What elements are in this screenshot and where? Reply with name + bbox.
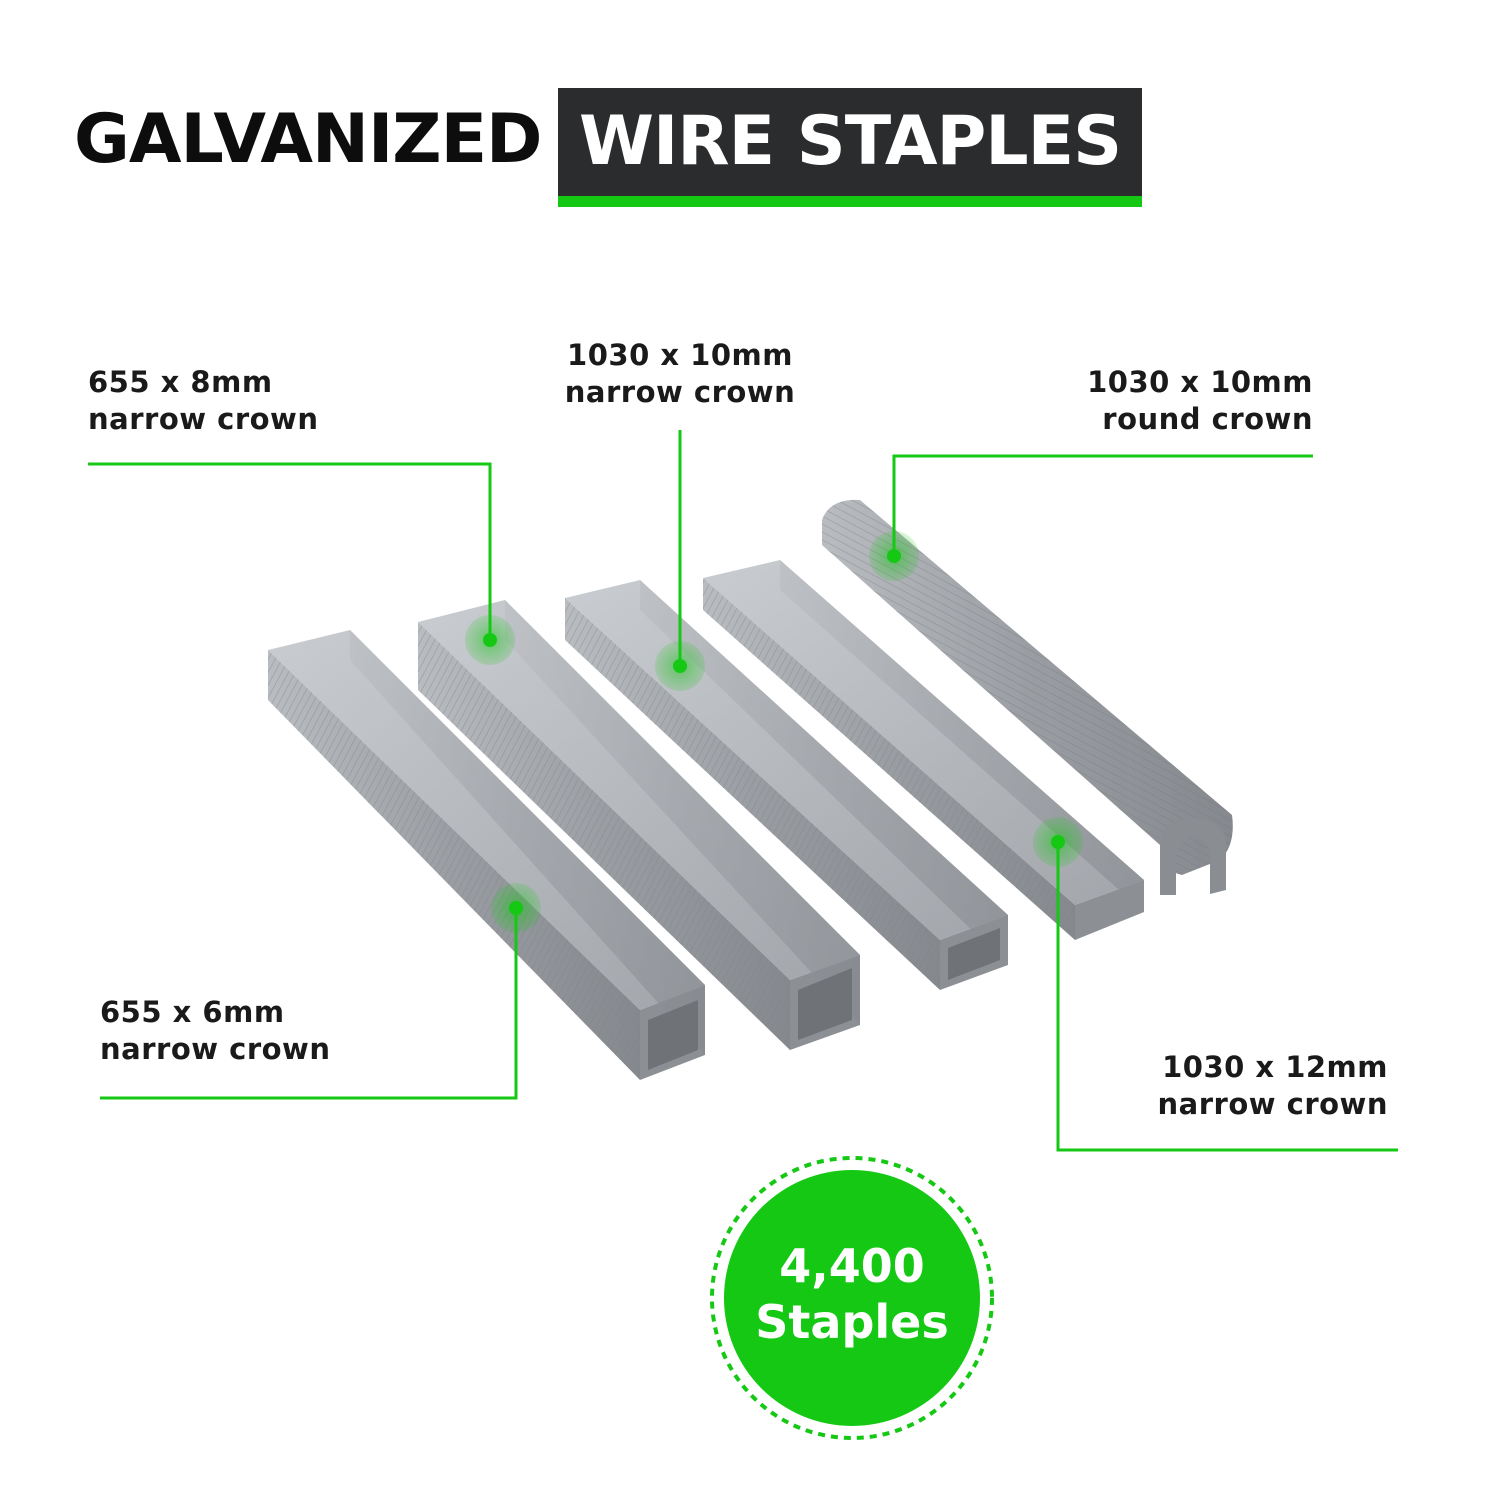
- callout-size: 1030 x 12mm: [1162, 1050, 1388, 1084]
- leader-655-8mm: [88, 462, 492, 640]
- callout-1030-10mm-round: 1030 x 10mm round crown: [1087, 364, 1313, 438]
- callout-crown: narrow crown: [1157, 1087, 1388, 1121]
- callout-size: 1030 x 10mm: [567, 338, 793, 372]
- marker-dot-655-6mm: [491, 883, 541, 933]
- marker-dot-655-8mm: [465, 615, 515, 665]
- leader-655-6mm: [100, 908, 518, 1100]
- staple-strip-655-6mm: [268, 630, 705, 1080]
- staple-strip-1030-10mm-round: [822, 499, 1233, 895]
- callout-1030-10mm-narrow: 1030 x 10mm narrow crown: [540, 337, 820, 411]
- staple-strip-655-8mm: [418, 600, 860, 1050]
- callout-size: 1030 x 10mm: [1087, 365, 1313, 399]
- marker-dot-1030-10mm-round: [869, 531, 919, 581]
- callout-crown: narrow crown: [564, 375, 796, 409]
- headline-wire-staples: WIRE STAPLES: [578, 102, 1122, 181]
- marker-dot-1030-12mm: [1033, 817, 1083, 867]
- callout-markers: [465, 531, 1083, 933]
- callout-size: 655 x 8mm: [88, 365, 273, 399]
- callout-655-6mm: 655 x 6mm narrow crown: [100, 994, 330, 1068]
- leader-1030-12mm: [1056, 842, 1398, 1152]
- leader-1030-10mm-round: [892, 454, 1313, 556]
- callout-crown: narrow crown: [88, 402, 319, 436]
- callout-crown: round crown: [1102, 402, 1313, 436]
- callout-size: 655 x 6mm: [100, 995, 285, 1029]
- callout-leader-lines: [88, 430, 1398, 1152]
- marker-dot-1030-10mm-narrow: [655, 641, 705, 691]
- badge-count: 4,400: [779, 1239, 925, 1293]
- callout-1030-12mm: 1030 x 12mm narrow crown: [1158, 1049, 1388, 1123]
- count-badge: 4,400 Staples: [722, 1238, 982, 1350]
- headline-galvanized: GALVANIZED: [74, 100, 542, 179]
- callout-crown: narrow crown: [100, 1032, 331, 1066]
- headline-highlight-box: WIRE STAPLES: [558, 88, 1142, 207]
- count-badge-circle: [710, 1156, 994, 1440]
- callout-655-8mm: 655 x 8mm narrow crown: [88, 364, 318, 438]
- badge-unit: Staples: [755, 1295, 949, 1349]
